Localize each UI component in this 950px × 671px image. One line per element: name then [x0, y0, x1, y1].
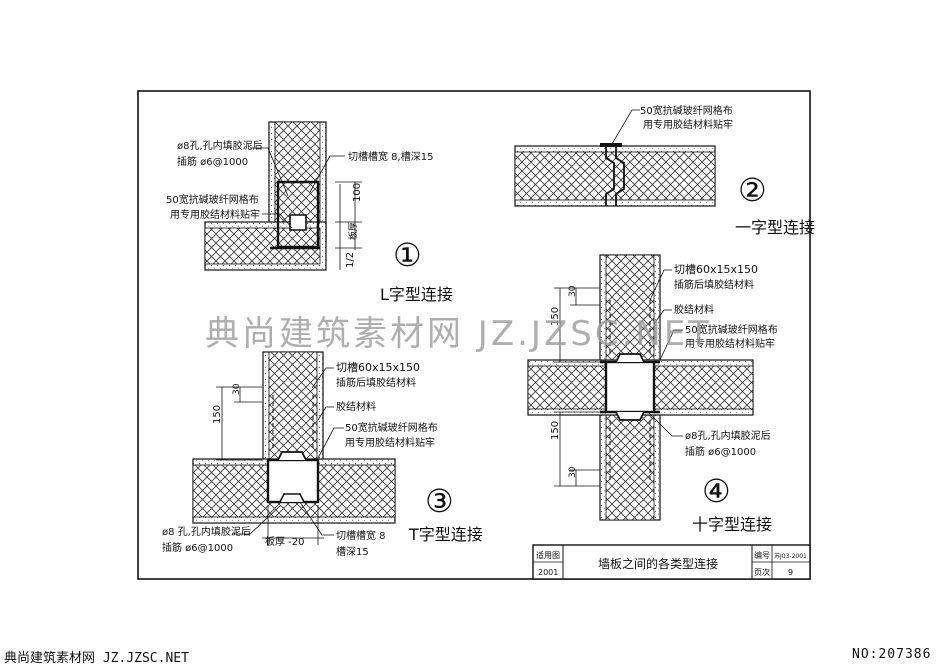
dim-150: 150 — [212, 405, 223, 424]
diagram-t-joint: 切槽60x15x150 插筋后填胶结材料 胶结材料 50宽抗碱玻纤网格布 用专用… — [162, 351, 483, 558]
note-cut-1: 切槽60x15x150 — [674, 263, 758, 276]
note-cut-2: 插筋后填胶结材料 — [674, 278, 754, 291]
watermark: 典尚建筑素材网 JZ.JZSC.NET — [205, 314, 713, 354]
note-hole: ø8孔,孔内填胶泥后 — [177, 139, 263, 152]
note-rebar: 插筋 ø6@1000 — [162, 541, 233, 554]
diagram-number: ② — [738, 171, 767, 209]
diagram-l-joint: ø8孔,孔内填胶泥后 插筋 ø6@1000 切槽槽宽 8,槽深15 50宽抗碱玻… — [166, 121, 453, 304]
dim-half: 1/2 — [345, 252, 356, 268]
title-block: 适用图 2001 墙板之间的各类型连接 编号 苏J03-2001 页次 9 — [532, 544, 811, 580]
footer-site-name: 典尚建筑素材网 JZ.JZSC.NET — [4, 651, 189, 666]
dim-150-top: 150 — [550, 307, 561, 326]
dim-30-bottom: 30 — [568, 466, 578, 478]
diagram-caption: T字型连接 — [408, 525, 483, 544]
note-mesh-1: 50宽抗碱玻纤网格布 — [640, 104, 733, 117]
note-glue: 胶结材料 — [674, 303, 714, 316]
diagram-caption: 一字型连接 — [735, 218, 815, 237]
note-mesh-2: 用专用胶结材料贴牢 — [345, 436, 435, 449]
dim-100: 100 — [352, 183, 363, 202]
note-groove-2: 槽深15 — [336, 545, 369, 558]
note-groove: 切槽槽宽 8,槽深15 — [348, 150, 433, 163]
sheet-frame — [137, 90, 811, 580]
code-label: 编号 — [754, 550, 770, 560]
note-groove-1: 切槽槽宽 8 — [336, 529, 386, 542]
note-mesh-2: 用专用胶结材料贴牢 — [643, 118, 733, 131]
dim-150-bottom: 150 — [550, 421, 561, 440]
panel-core — [268, 351, 318, 463]
dim-30: 30 — [232, 383, 242, 395]
diagram-number: ① — [393, 236, 422, 274]
sheet-title: 墙板之间的各类型连接 — [598, 556, 718, 571]
diagram-caption: 十字型连接 — [692, 515, 772, 534]
dim-board: 板厚 -20 — [265, 535, 305, 548]
applicable-value: 2001 — [538, 568, 558, 577]
note-hole: ø8 孔,孔内填胶泥后 — [162, 525, 251, 538]
note-cut-1: 切槽60x15x150 — [336, 361, 420, 374]
note-hole: ø8孔,孔内填胶泥后 — [685, 429, 771, 442]
diagram-caption: L字型连接 — [380, 285, 453, 304]
panel-core — [514, 151, 716, 201]
page-value: 9 — [788, 568, 793, 577]
note-glue: 胶结材料 — [336, 400, 376, 413]
code-value: 苏J03-2001 — [774, 552, 807, 560]
diagram-number: ③ — [425, 482, 454, 520]
dim-board: 板厚 — [347, 222, 359, 240]
footer-id: NO:207386 — [852, 647, 932, 662]
diagram-straight-joint: 50宽抗碱玻纤网格布 用专用胶结材料贴牢 ② 一字型连接 — [514, 104, 815, 237]
applicable-label: 适用图 — [536, 550, 560, 560]
note-mesh-1: 50宽抗碱玻纤网格布 — [166, 193, 259, 206]
page-label: 页次 — [754, 567, 770, 577]
note-mesh-2: 用专用胶结材料贴牢 — [685, 337, 775, 350]
note-mesh-2: 用专用胶结材料贴牢 — [170, 208, 260, 221]
note-mesh-1: 50宽抗碱玻纤网格布 — [685, 323, 778, 336]
note-cut-2: 插筋后填胶结材料 — [336, 376, 416, 389]
note-rebar: 插筋 ø6@1000 — [685, 445, 756, 458]
diagram-number: ④ — [702, 472, 731, 510]
note-mesh-1: 50宽抗碱玻纤网格布 — [345, 421, 438, 434]
dim-30-top: 30 — [568, 285, 578, 297]
note-rebar: 插筋 ø6@1000 — [177, 155, 248, 168]
diagram-cross-joint: 切槽60x15x150 插筋后填胶结材料 胶结材料 50宽抗碱玻纤网格布 用专用… — [527, 254, 778, 534]
